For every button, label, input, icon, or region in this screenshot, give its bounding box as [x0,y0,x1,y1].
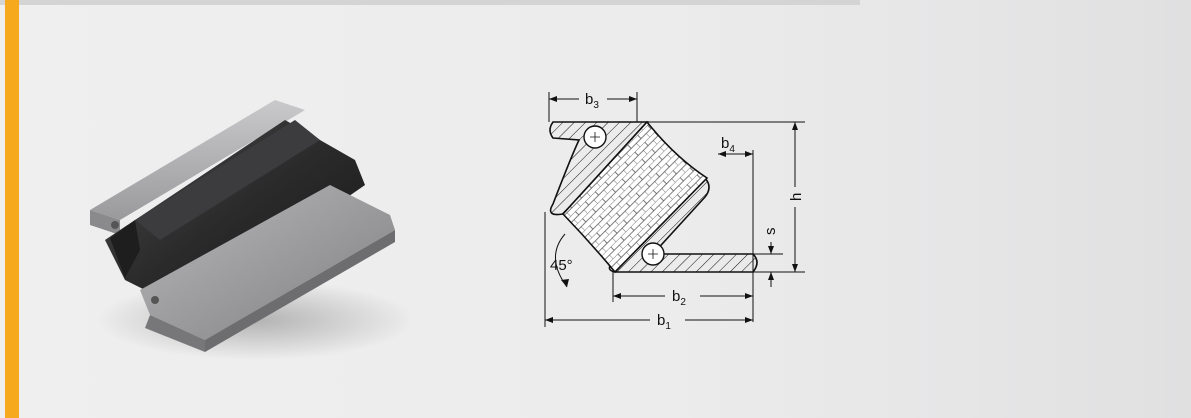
label-b3: b3 [585,91,599,111]
top-rule [0,0,860,5]
label-h: h [788,193,805,201]
rubber-insert [561,120,709,274]
label-b4: b4 [721,135,735,155]
upper-profile [549,121,649,216]
label-s: s [762,228,779,236]
label-b2: b2 [672,288,686,308]
label-angle: 45° [550,257,573,274]
cross-section-drawing: b3 b4 b2 b1 h s 45° [544,91,805,332]
label-b1: b1 [657,312,671,332]
lower-profile [608,176,758,273]
accent-bar [5,0,19,418]
dimension-arrows [545,96,798,323]
product-image [90,100,410,360]
